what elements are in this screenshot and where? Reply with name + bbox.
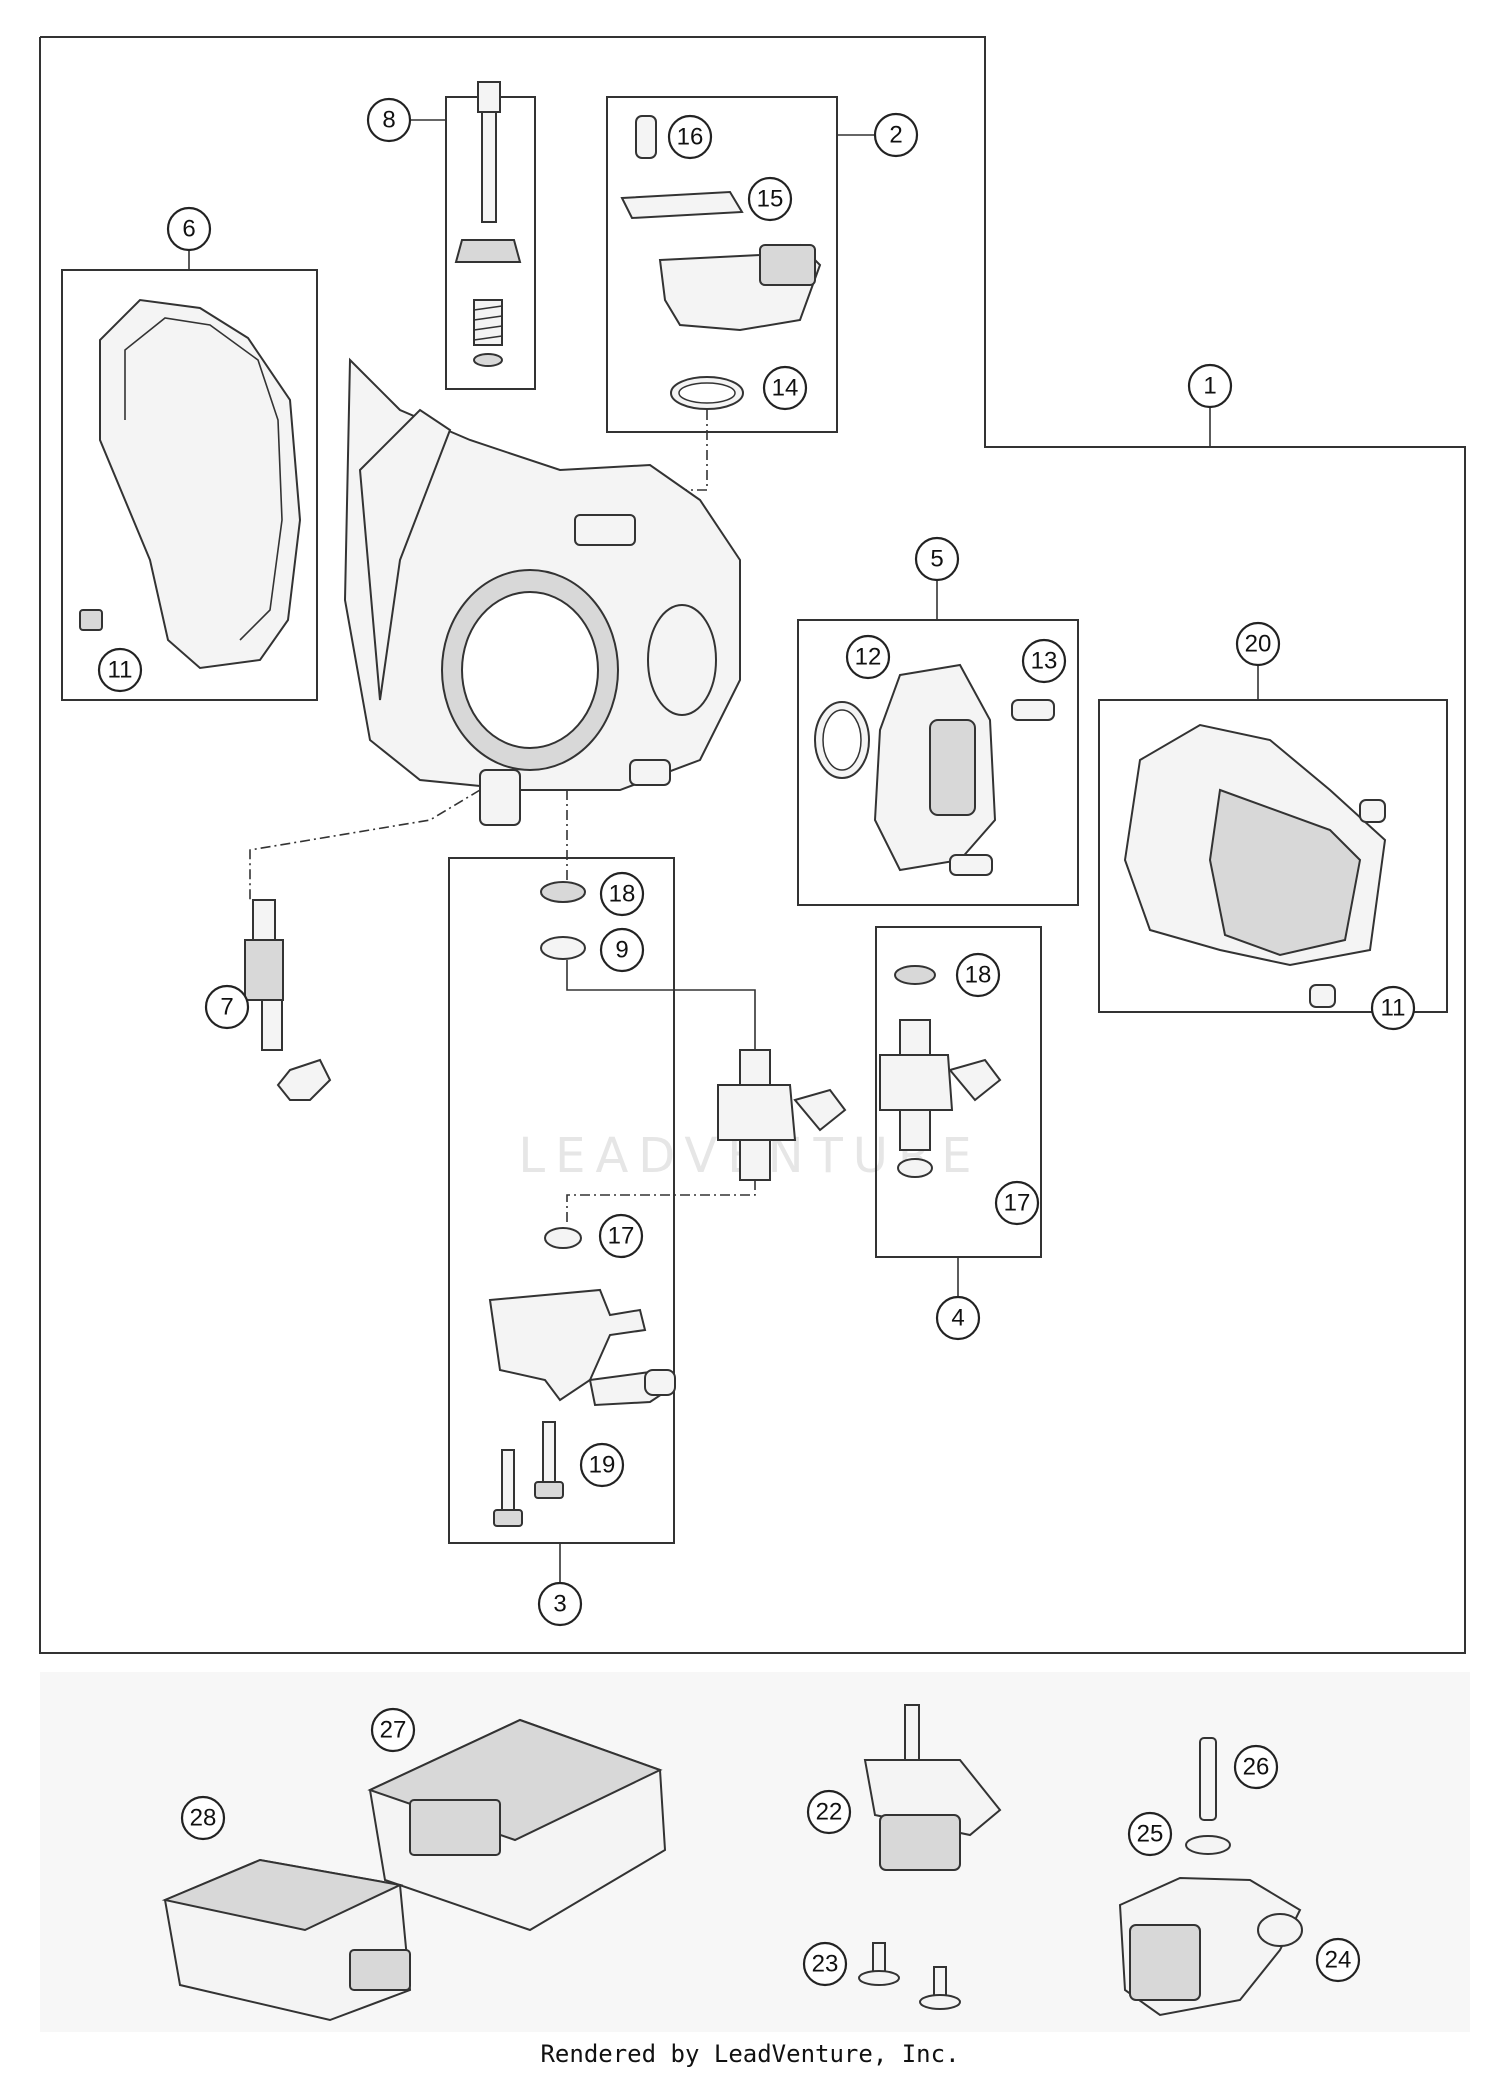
callout-24: 24 bbox=[1315, 1937, 1361, 1983]
spark-plug bbox=[244, 899, 332, 1101]
callout-12: 12 bbox=[845, 634, 891, 680]
callout-9: 9 bbox=[599, 927, 645, 973]
svg-text:5: 5 bbox=[930, 546, 943, 573]
callout-16: 16 bbox=[667, 114, 713, 160]
svg-text:16: 16 bbox=[677, 124, 704, 151]
callout-18-right: 18 bbox=[955, 952, 1001, 998]
throttle-cover-part bbox=[99, 298, 302, 670]
callout-6: 6 bbox=[166, 206, 212, 252]
callout-7: 7 bbox=[204, 984, 250, 1030]
svg-text:2: 2 bbox=[889, 122, 902, 149]
callout-17-left: 17 bbox=[598, 1213, 644, 1259]
callout-25: 25 bbox=[1127, 1811, 1173, 1857]
svg-text:23: 23 bbox=[812, 1951, 839, 1978]
sensor-screw-16 bbox=[635, 115, 657, 159]
svg-text:26: 26 bbox=[1243, 1754, 1270, 1781]
throttle-body bbox=[343, 357, 741, 826]
screw-11-right-b bbox=[1309, 984, 1336, 1008]
screw-13a bbox=[1011, 699, 1055, 721]
svg-text:28: 28 bbox=[190, 1805, 217, 1832]
svg-text:11: 11 bbox=[108, 657, 133, 684]
svg-text:24: 24 bbox=[1325, 1947, 1352, 1974]
callout-26: 26 bbox=[1233, 1744, 1279, 1790]
callout-11-right: 11 bbox=[1370, 985, 1416, 1031]
callout-11-left: 11 bbox=[97, 647, 143, 693]
callout-27: 27 bbox=[370, 1707, 416, 1753]
seal-18-right bbox=[894, 965, 936, 985]
svg-text:25: 25 bbox=[1137, 1821, 1164, 1848]
svg-text:11: 11 bbox=[1381, 995, 1406, 1022]
bolt-26 bbox=[1199, 1737, 1217, 1821]
group-box-20 bbox=[1098, 699, 1448, 1013]
svg-text:12: 12 bbox=[855, 644, 882, 671]
screw-11-right-a bbox=[1359, 799, 1386, 823]
group-box-3 bbox=[448, 857, 675, 1544]
callout-4: 4 bbox=[935, 1295, 981, 1341]
callout-18-left: 18 bbox=[599, 871, 645, 917]
callout-2: 2 bbox=[873, 112, 919, 158]
seal-9 bbox=[540, 936, 586, 960]
adjust-washer bbox=[473, 353, 503, 367]
sensor-24 bbox=[1118, 1876, 1303, 2017]
svg-text:20: 20 bbox=[1245, 631, 1272, 658]
svg-text:14: 14 bbox=[772, 375, 799, 402]
fuel-injector-right bbox=[879, 1019, 1002, 1151]
svg-text:6: 6 bbox=[182, 216, 195, 243]
fuel-rail bbox=[488, 1288, 676, 1407]
screw-23b bbox=[933, 1966, 947, 1998]
svg-text:3: 3 bbox=[553, 1591, 566, 1618]
adjust-screw-shaft bbox=[481, 111, 497, 223]
screw-13b bbox=[949, 854, 993, 876]
callout-5: 5 bbox=[914, 536, 960, 582]
seal-18-left bbox=[540, 881, 586, 903]
svg-text:19: 19 bbox=[589, 1452, 616, 1479]
svg-text:4: 4 bbox=[951, 1305, 964, 1332]
footer-credit: Rendered by LeadVenture, Inc. bbox=[540, 2040, 960, 2068]
svg-text:27: 27 bbox=[380, 1717, 407, 1744]
seal-17-right bbox=[897, 1158, 933, 1178]
sensor-22 bbox=[863, 1704, 1002, 1871]
group-box-5 bbox=[797, 619, 1079, 906]
washer-25 bbox=[1185, 1835, 1231, 1855]
seal-17-left bbox=[544, 1227, 582, 1249]
assembly-frame-1 bbox=[39, 36, 1466, 1654]
svg-text:7: 7 bbox=[220, 994, 233, 1021]
adjust-knob bbox=[454, 239, 522, 263]
callout-20: 20 bbox=[1235, 621, 1281, 667]
screw-11-left bbox=[79, 609, 103, 631]
ecu-27 bbox=[367, 1718, 667, 1932]
callout-14: 14 bbox=[762, 365, 808, 411]
adjust-screw-head bbox=[477, 81, 501, 113]
group-box-2 bbox=[606, 96, 838, 433]
svg-text:17: 17 bbox=[1004, 1190, 1031, 1217]
callout-19: 19 bbox=[579, 1442, 625, 1488]
callout-17-right: 17 bbox=[994, 1180, 1040, 1226]
callout-1: 1 bbox=[1187, 363, 1233, 447]
fuel-injector-middle bbox=[717, 1049, 847, 1181]
svg-text:9: 9 bbox=[615, 937, 628, 964]
callout-8: 8 bbox=[366, 97, 412, 143]
svg-text:15: 15 bbox=[757, 186, 784, 213]
svg-text:18: 18 bbox=[965, 962, 992, 989]
callout-28: 28 bbox=[180, 1795, 226, 1841]
svg-text:17: 17 bbox=[608, 1223, 635, 1250]
svg-text:13: 13 bbox=[1031, 648, 1058, 675]
callout-22: 22 bbox=[806, 1789, 852, 1835]
svg-text:8: 8 bbox=[382, 107, 395, 134]
svg-text:22: 22 bbox=[816, 1799, 843, 1826]
screw-23a bbox=[872, 1942, 886, 1974]
callout-15: 15 bbox=[747, 176, 793, 222]
control-unit-28 bbox=[161, 1858, 412, 2022]
svg-text:18: 18 bbox=[609, 881, 636, 908]
callout-23: 23 bbox=[802, 1941, 848, 1987]
callout-13: 13 bbox=[1021, 638, 1067, 684]
svg-text:1: 1 bbox=[1203, 373, 1216, 400]
sensor-lever-15 bbox=[620, 190, 744, 220]
callout-3: 3 bbox=[537, 1581, 583, 1627]
